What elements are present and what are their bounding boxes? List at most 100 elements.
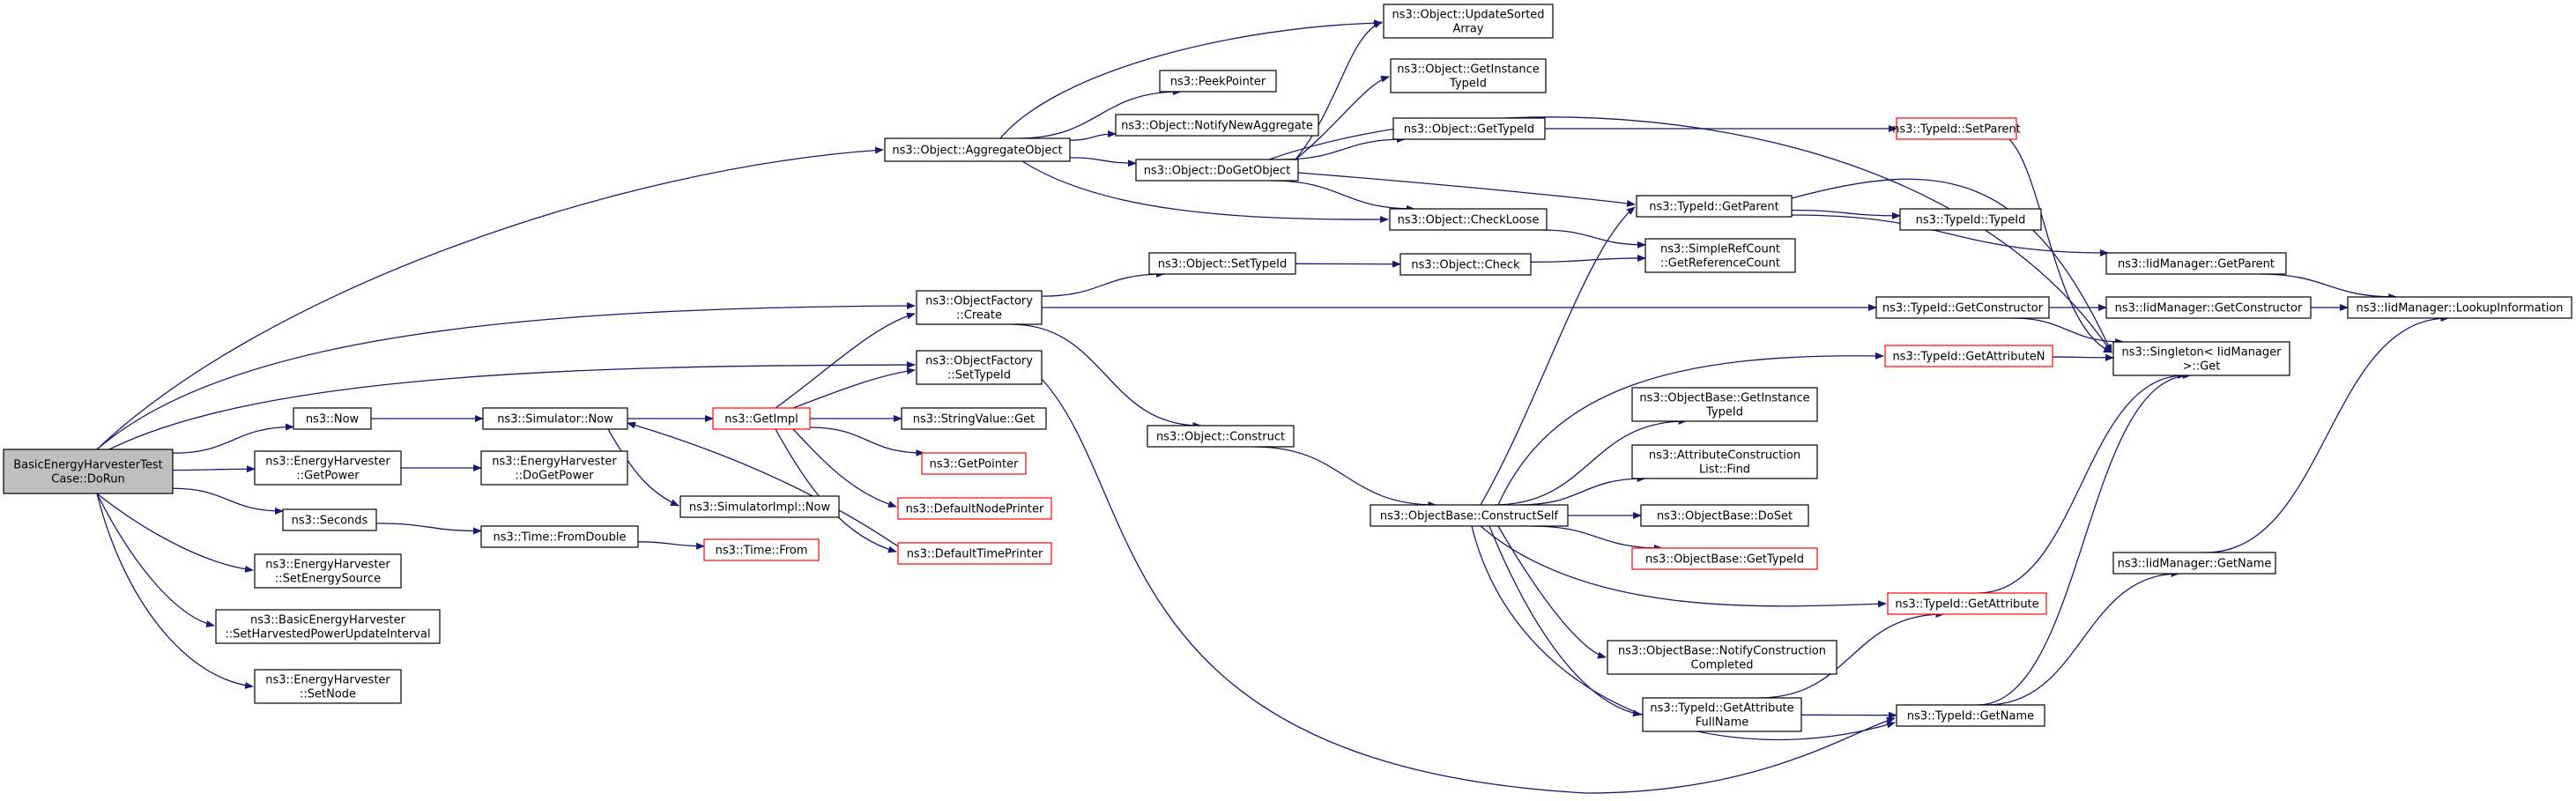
function-node-box — [1147, 425, 1295, 448]
function-node-box — [2347, 296, 2572, 319]
function-node-checkloose[interactable]: ns3::Object::CheckLoose — [1389, 208, 1548, 231]
call-edge — [1271, 180, 1415, 212]
function-node-box — [480, 525, 639, 548]
function-node-getpointer[interactable]: ns3::GetPointer — [921, 452, 1027, 475]
function-node-label: ns3::Object::GetTypeId — [1404, 123, 1534, 137]
function-node-defaultnodeprinter[interactable]: ns3::DefaultNodePrinter — [897, 497, 1052, 520]
call-edge — [2205, 315, 2450, 553]
function-node-simimpl-now[interactable]: ns3::SimulatorImpl::Now — [679, 495, 840, 518]
function-node-label: ns3::Object::AggregateObject — [892, 145, 1062, 158]
function-node-eh-dogetpower[interactable]: ns3::EnergyHarvester::DoGetPower — [480, 450, 628, 486]
call-edge — [1017, 88, 1182, 139]
function-node-label: ns3::Time::From — [716, 545, 808, 558]
function-node-getimpl[interactable]: ns3::GetImpl — [712, 407, 811, 430]
function-node-box — [901, 407, 1047, 430]
function-node-box — [1896, 704, 2045, 727]
function-node-eh-getpower[interactable]: ns3::EnergyHarvester::GetPower — [254, 450, 402, 486]
function-node-of-settypeid[interactable]: ns3::ObjectFactory::SetTypeId — [916, 350, 1043, 385]
function-node-time-from[interactable]: ns3::Time::From — [703, 538, 820, 561]
function-node-obj-construct[interactable]: ns3::Object::Construct — [1147, 425, 1295, 448]
call-edge — [1471, 525, 1896, 741]
function-node-time-fromdouble[interactable]: ns3::Time::FromDouble — [480, 525, 639, 548]
function-node-of-create[interactable]: ns3::ObjectFactory::Create — [916, 290, 1043, 325]
function-node-tid-typeid[interactable]: ns3::TypeId::TypeId — [1899, 208, 2042, 231]
call-edge — [105, 361, 916, 452]
function-node-label: ns3::Seconds — [292, 515, 368, 528]
call-edge — [637, 541, 705, 550]
call-edge — [1758, 611, 1945, 699]
function-node-peekpointer[interactable]: ns3::PeekPointer — [1159, 70, 1277, 93]
function-node-box — [254, 450, 402, 486]
call-edge — [1253, 446, 1437, 508]
function-node-aggregate[interactable]: ns3::Object::AggregateObject — [884, 137, 1071, 162]
function-node-label: ns3::StringValue::Get — [913, 413, 1035, 426]
function-node-simplerefcount[interactable]: ns3::SimpleRefCount::GetReferenceCount — [1644, 238, 1796, 273]
function-node-dogetobject[interactable]: ns3::Object::DoGetObject — [1135, 159, 1299, 182]
function-node-tid-getconstructor[interactable]: ns3::TypeId::GetConstructor — [1875, 296, 2050, 319]
function-node-label: ns3::ObjectBase::DoSet — [1657, 510, 1793, 523]
function-node-beh-setinterval[interactable]: ns3::BasicEnergyHarvester::SetHarvestedP… — [215, 609, 441, 644]
function-node-label: ns3::TypeId::SetParent — [1892, 123, 2021, 137]
function-node-notifynewagg[interactable]: ns3::Object::NotifyNewAggregate — [1115, 114, 1319, 137]
function-node-label: ns3::GetPointer — [930, 458, 1019, 471]
function-node-stringvalue-get[interactable]: ns3::StringValue::Get — [901, 407, 1047, 430]
function-node-ob-doset[interactable]: ns3::ObjectBase::DoSet — [1640, 504, 1809, 527]
function-node-obj-check[interactable]: ns3::Object::Check — [1399, 253, 1532, 276]
function-node-label: ns3::ObjectBase::ConstructSelf — [1380, 510, 1559, 523]
function-node-label: ns3::DefaultNodePrinter — [906, 503, 1044, 516]
function-node-box — [1884, 345, 2053, 367]
function-node-iid-lookupinformation[interactable]: ns3::IidManager::LookupInformation — [2347, 296, 2572, 319]
function-node-seconds[interactable]: ns3::Seconds — [282, 508, 377, 531]
function-node-label: ns3::TypeId::GetAttribute — [1895, 598, 2038, 612]
function-node-label: >::Get — [2183, 360, 2221, 374]
function-node-tid-setparent[interactable]: ns3::TypeId::SetParent — [1892, 117, 2021, 140]
function-node-label: ns3::Singleton< IidManager — [2121, 346, 2282, 360]
function-node-label: ns3::DefaultTimePrinter — [907, 548, 1043, 561]
function-node-tid-getattribute[interactable]: ns3::TypeId::GetAttribute — [1887, 592, 2047, 615]
function-node-obj-settypeid[interactable]: ns3::Object::SetTypeId — [1148, 252, 1296, 275]
function-node-label: ns3::EnergyHarvester — [265, 559, 390, 572]
function-node-box — [897, 497, 1052, 520]
function-node-now[interactable]: ns3::Now — [293, 407, 372, 430]
function-node-defaulttimeprinter[interactable]: ns3::DefaultTimePrinter — [897, 542, 1052, 565]
function-node-box — [1640, 504, 1809, 527]
call-edge — [1268, 116, 2112, 353]
function-node-label: ns3::TypeId::GetAttribute — [1650, 702, 1793, 716]
function-node-iid-getconstructor[interactable]: ns3::IidManager::GetConstructor — [2105, 296, 2312, 319]
function-node-label: ns3::ObjectBase::GetInstance — [1639, 392, 1809, 405]
function-node-tid-getattributen[interactable]: ns3::TypeId::GetAttributeN — [1884, 345, 2053, 367]
function-node-eh-setnode[interactable]: ns3::EnergyHarvester::SetNode — [254, 669, 402, 704]
function-node-iid-getparent[interactable]: ns3::IidManager::GetParent — [2105, 252, 2287, 275]
function-node-obj-gettypeid[interactable]: ns3::Object::GetTypeId — [1392, 117, 1546, 140]
call-edge — [775, 312, 916, 409]
function-node-tid-getname[interactable]: ns3::TypeId::GetName — [1896, 704, 2045, 727]
function-node-singleton-get[interactable]: ns3::Singleton< IidManager>::Get — [2112, 341, 2290, 376]
function-node-label: ns3::Now — [306, 413, 360, 426]
call-edge — [1519, 475, 1646, 506]
function-node-label: ns3::Object::GetInstance — [1397, 63, 1540, 77]
function-node-box — [1135, 159, 1299, 182]
function-node-eh-setsource[interactable]: ns3::EnergyHarvester::SetEnergySource — [254, 553, 402, 589]
call-edge — [1488, 525, 1642, 717]
function-node-label: ::SetNode — [300, 688, 356, 701]
function-node-sim-now[interactable]: ns3::Simulator::Now — [482, 407, 628, 430]
function-node-label: ns3::SimulatorImpl::Now — [689, 501, 831, 515]
function-node-ob-notifyconstruction[interactable]: ns3::ObjectBase::NotifyConstructionCompl… — [1607, 640, 1837, 675]
function-node-label: ns3::TypeId::GetAttributeN — [1892, 351, 2045, 364]
function-node-constructself[interactable]: ns3::ObjectBase::ConstructSelf — [1370, 504, 1569, 527]
function-node-tid-getparent[interactable]: ns3::TypeId::GetParent — [1636, 195, 1793, 218]
function-node-ob-gettypeid[interactable]: ns3::ObjectBase::GetTypeId — [1631, 547, 1818, 570]
call-edge — [1041, 271, 1165, 297]
function-node-label: BasicEnergyHarvesterTest — [13, 459, 163, 472]
call-edge — [172, 465, 256, 473]
function-node-label: ::DoGetPower — [515, 470, 594, 483]
function-node-label: ns3::AttributeConstruction — [1649, 449, 1800, 463]
function-node-iid-getname[interactable]: ns3::IidManager::GetName — [2112, 552, 2276, 575]
